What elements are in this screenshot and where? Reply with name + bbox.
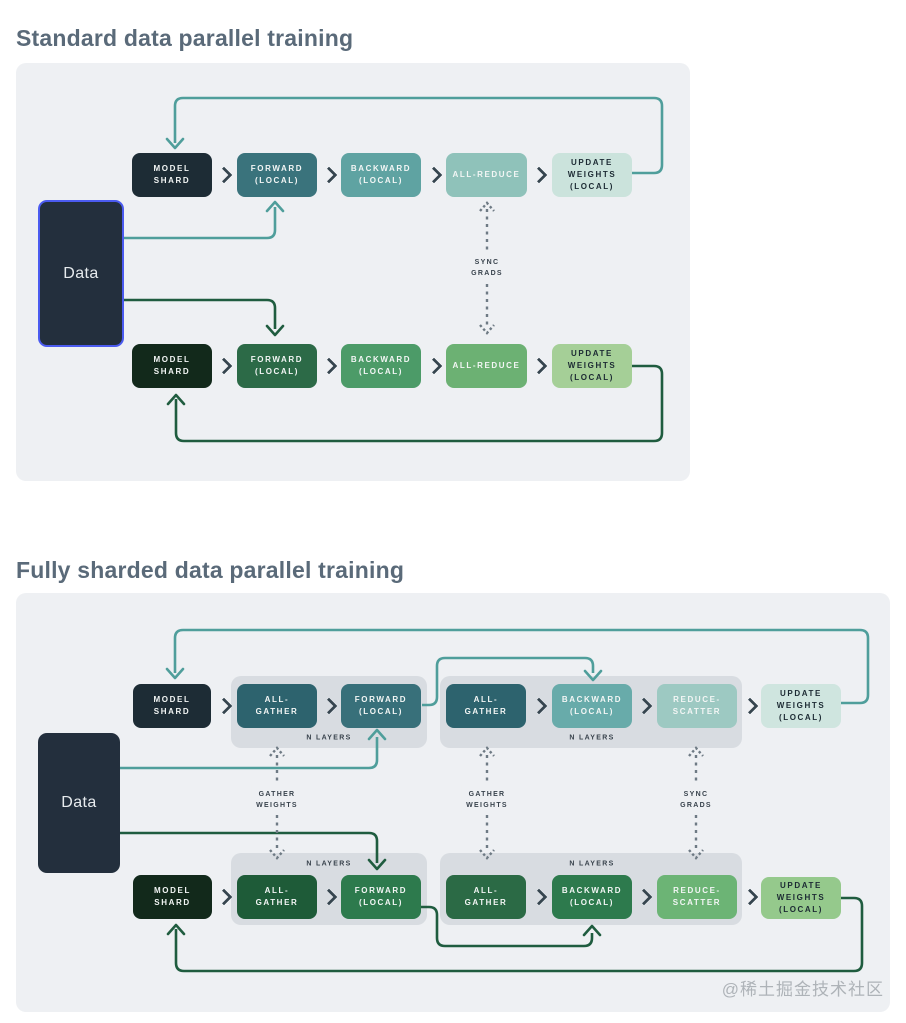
node-all-gather-top-2: ALL- GATHER <box>446 684 526 728</box>
node-model-shard-top: MODEL SHARD <box>133 684 211 728</box>
sync-grads-label: SYNC GRADS <box>675 784 717 816</box>
watermark-text: @稀土掘金技术社区 <box>721 980 884 999</box>
section-title-fsdp: Fully sharded data parallel training <box>16 557 405 583</box>
node-update-weights-bottom: UPDATE WEIGHTS (LOCAL) <box>552 344 632 388</box>
node-update-weights-top: UPDATE WEIGHTS (LOCAL) <box>552 153 632 197</box>
n-layers-label: N LAYERS <box>306 860 352 868</box>
data-box: Data <box>38 733 120 873</box>
section-title-standard-dp: Standard data parallel training <box>16 25 354 51</box>
n-layers-label: N LAYERS <box>569 860 615 868</box>
sync-grads-label: SYNC GRADS <box>466 252 508 284</box>
panel-fsdp <box>16 593 890 1012</box>
node-forward-top: FORWARD (LOCAL) <box>341 684 421 728</box>
n-layers-label: N LAYERS <box>306 734 352 742</box>
data-label: Data <box>61 794 97 811</box>
n-layers-label: N LAYERS <box>569 734 615 742</box>
node-all-reduce-top: ALL-REDUCE <box>446 153 527 197</box>
data-box: Data <box>38 200 124 347</box>
node-model-shard-top: MODEL SHARD <box>132 153 212 197</box>
node-model-shard-bottom: MODEL SHARD <box>132 344 212 388</box>
gather-weights-label: GATHER WEIGHTS <box>461 784 513 816</box>
node-all-gather-bottom-1: ALL- GATHER <box>237 875 317 919</box>
node-model-shard-bottom: MODEL SHARD <box>133 875 212 919</box>
node-backward-bottom: BACKWARD (LOCAL) <box>552 875 632 919</box>
node-update-weights-bottom: UPDATE WEIGHTS (LOCAL) <box>761 877 841 919</box>
node-backward-top: BACKWARD (LOCAL) <box>341 153 421 197</box>
node-backward-bottom: BACKWARD (LOCAL) <box>341 344 421 388</box>
node-all-reduce-bottom: ALL-REDUCE <box>446 344 527 388</box>
data-label: Data <box>63 264 99 282</box>
node-all-gather-bottom-2: ALL- GATHER <box>446 875 526 919</box>
node-forward-bottom: FORWARD (LOCAL) <box>237 344 317 388</box>
node-forward-top: FORWARD (LOCAL) <box>237 153 317 197</box>
node-reduce-scatter-bottom: REDUCE- SCATTER <box>657 875 737 919</box>
node-all-gather-top-1: ALL- GATHER <box>237 684 317 728</box>
node-forward-bottom: FORWARD (LOCAL) <box>341 875 421 919</box>
node-update-weights-top: UPDATE WEIGHTS (LOCAL) <box>761 684 841 728</box>
gather-weights-label: GATHER WEIGHTS <box>251 784 303 816</box>
node-reduce-scatter-top: REDUCE- SCATTER <box>657 684 737 728</box>
node-backward-top: BACKWARD (LOCAL) <box>552 684 632 728</box>
